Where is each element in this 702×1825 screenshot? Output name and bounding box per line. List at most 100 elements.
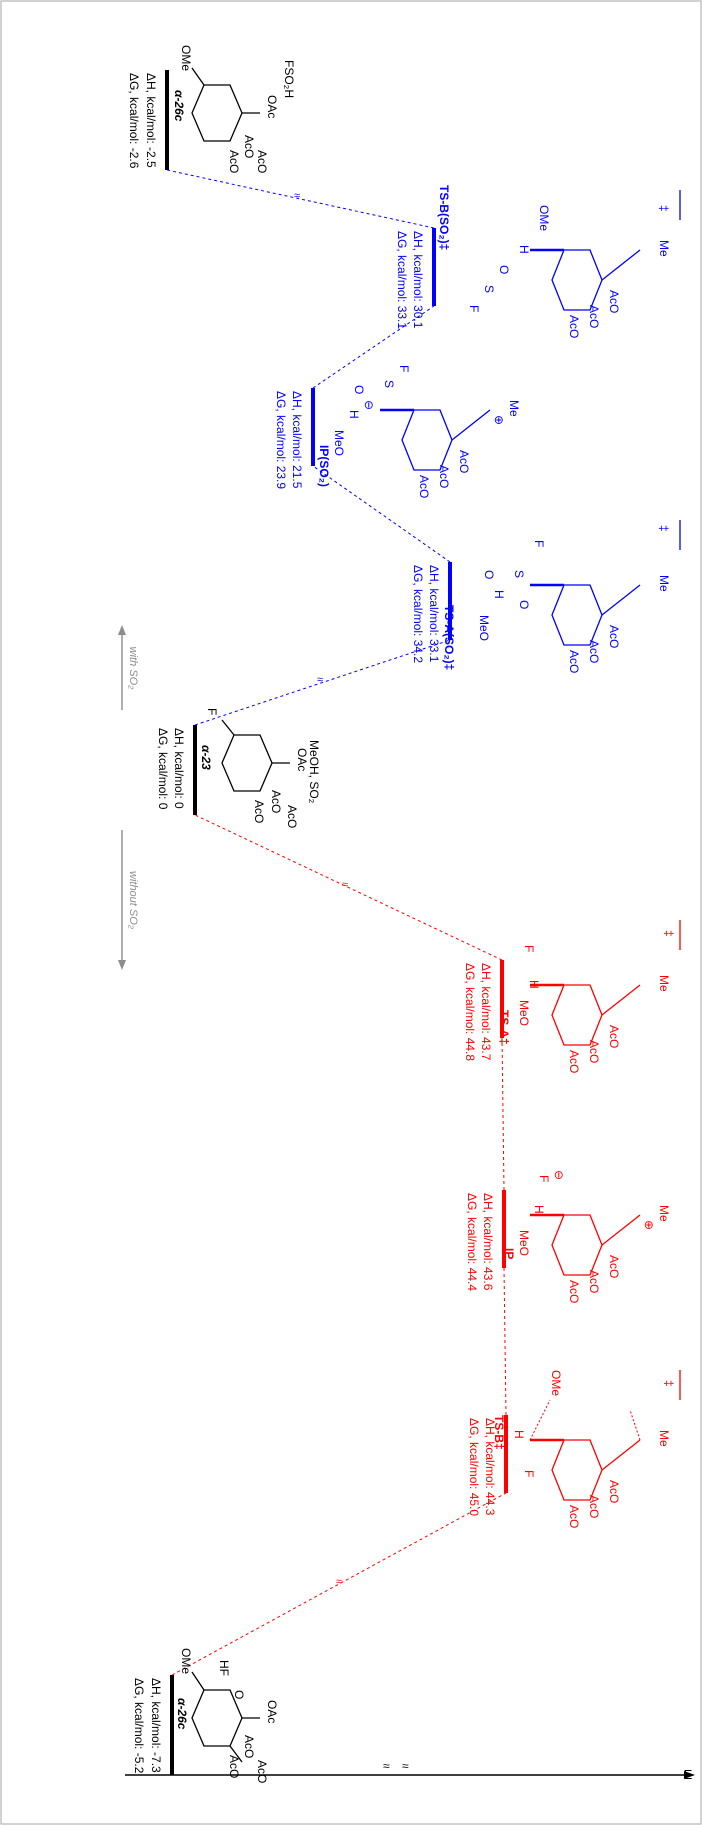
dg-tsA-so2: ΔG, kcal/mol: 34.2 [411, 565, 425, 663]
svg-text:H: H [347, 410, 361, 419]
svg-text:AcO: AcO [567, 1280, 581, 1303]
structure-product-left: AcO AcO AcO OAc OMe O HF α-26c [175, 1648, 279, 1783]
svg-text:MeO: MeO [517, 1230, 531, 1256]
svg-text:F: F [537, 1175, 551, 1182]
svg-text:⊕: ⊕ [642, 1220, 656, 1230]
structure-ip: AcO AcO AcO Me ⊕ MeO H F ⊖ IP [502, 1170, 671, 1303]
svg-text:AcO: AcO [242, 135, 256, 158]
name-ip-so2: IP(SO₂) [317, 445, 331, 487]
svg-text:MeO: MeO [477, 615, 491, 641]
dh-start: ΔH, kcal/mol: 0 [172, 728, 186, 809]
level-bars [165, 70, 508, 1775]
svg-text:AcO: AcO [587, 1495, 601, 1518]
svg-text:‡: ‡ [657, 205, 671, 212]
label-with-so2: with SO₂ [127, 647, 139, 691]
axis-break-2: ≈ [383, 1759, 390, 1773]
name-product-right: α-26c [172, 90, 186, 122]
dg-ip-so2: ΔG, kcal/mol: 23.9 [274, 391, 288, 489]
svg-text:F: F [532, 540, 546, 547]
dg-ip: ΔG, kcal/mol: 44.4 [465, 1193, 479, 1291]
svg-text:≈: ≈ [294, 190, 300, 202]
svg-text:OMe: OMe [179, 1648, 193, 1674]
svg-text:⊖: ⊖ [362, 400, 376, 410]
svg-text:AcO: AcO [285, 805, 299, 828]
svg-text:AcO: AcO [567, 1505, 581, 1528]
svg-text:AcO: AcO [587, 1270, 601, 1293]
connector-breaks: ≈ ≈ ≈ ≈ [294, 190, 348, 1588]
svg-text:≈: ≈ [342, 879, 348, 891]
svg-text:S: S [512, 570, 526, 578]
label-without-so2: without SO₂ [127, 871, 139, 930]
energy-axis-label: E [684, 1767, 693, 1782]
dh-tsB: ΔH, kcal/mol: 44.3 [483, 1418, 497, 1516]
dg-product-right: ΔG, kcal/mol: -2.6 [127, 73, 141, 169]
dh-ip: ΔH, kcal/mol: 43.6 [481, 1193, 495, 1291]
svg-text:O: O [517, 600, 531, 609]
dg-start: ΔG, kcal/mol: 0 [156, 728, 170, 810]
svg-text:AcO: AcO [607, 625, 621, 648]
dg-tsB-so2: ΔG, kcal/mol: 33.1 [395, 231, 409, 329]
svg-text:AcO: AcO [567, 650, 581, 673]
byproduct-hf: HF [217, 1660, 231, 1676]
dg-tsB: ΔG, kcal/mol: 45.0 [467, 1418, 481, 1516]
svg-text:AcO: AcO [607, 1025, 621, 1048]
svg-text:AcO: AcO [607, 1480, 621, 1503]
svg-text:H: H [532, 1205, 546, 1214]
svg-text:Me: Me [657, 575, 671, 592]
svg-text:⊕: ⊕ [492, 415, 506, 425]
structure-tsA-so2: AcO AcO AcO Me MeO H O S O F TS-A(SO₂)‡ … [442, 520, 681, 673]
pathway-arrows: without SO₂ with SO₂ [118, 625, 139, 970]
name-tsA: TS-A‡ [497, 1010, 511, 1045]
svg-text:OMe: OMe [179, 45, 193, 71]
structure-start: AcO AcO AcO OAc F MeOH, SO₂ α-23 [199, 708, 321, 828]
svg-text:‡: ‡ [662, 1380, 676, 1387]
svg-text:AcO: AcO [607, 290, 621, 313]
svg-text:AcO: AcO [607, 1255, 621, 1278]
svg-text:AcO: AcO [255, 1760, 269, 1783]
svg-text:AcO: AcO [417, 475, 431, 498]
structure-tsB-so2: AcO AcO AcO Me OMe H O S F TS-B(SO₂)‡ ‡ [437, 185, 681, 338]
svg-text:AcO: AcO [252, 800, 266, 823]
svg-text:‡: ‡ [657, 525, 671, 532]
svg-text:S: S [382, 380, 396, 388]
svg-text:O: O [352, 385, 366, 394]
svg-text:AcO: AcO [269, 790, 283, 813]
svg-text:AcO: AcO [227, 150, 241, 173]
svg-text:Me: Me [507, 400, 521, 417]
svg-text:OMe: OMe [549, 1370, 563, 1396]
name-ip: IP [502, 1248, 516, 1259]
name-tsA-so2: TS-A(SO₂)‡ [442, 605, 456, 670]
svg-text:Me: Me [657, 1205, 671, 1222]
structure-tsB: AcO AcO AcO Me OMe F H TS-B‡ ‡ [492, 1370, 681, 1528]
svg-text:≈: ≈ [317, 674, 323, 686]
name-tsB-so2: TS-B(SO₂)‡ [437, 185, 451, 250]
axis-break-1: ≈ [402, 1759, 409, 1773]
svg-text:AcO: AcO [567, 1050, 581, 1073]
diagram-body: E ≈ ≈ ≈ [118, 45, 695, 1783]
svg-text:Me: Me [657, 975, 671, 992]
energy-values: ΔH, kcal/mol: -7.3 ΔG, kcal/mol: -5.2 ΔH… [127, 73, 497, 1774]
svg-text:AcO: AcO [587, 1040, 601, 1063]
svg-text:AcO: AcO [457, 450, 471, 473]
energy-axis: E ≈ ≈ [125, 1759, 695, 1782]
svg-text:AcO: AcO [587, 305, 601, 328]
svg-text:F: F [205, 708, 219, 715]
svg-text:AcO: AcO [242, 1735, 256, 1758]
reagents: MeOH, SO₂ [307, 740, 321, 804]
svg-text:H: H [527, 980, 541, 989]
svg-text:AcO: AcO [255, 150, 269, 173]
structure-ip-so2: AcO AcO AcO Me ⊕ MeO H ⊖ O S F IP(SO₂) [317, 365, 521, 498]
svg-text:Me: Me [657, 1430, 671, 1447]
dh-product-left: ΔH, kcal/mol: -7.3 [149, 1678, 163, 1773]
dh-ip-so2: ΔH, kcal/mol: 21.5 [290, 391, 304, 489]
name-tsB: TS-B‡ [492, 1415, 506, 1450]
svg-text:O: O [482, 570, 496, 579]
dh-tsB-so2: ΔH, kcal/mol: 30.1 [411, 231, 425, 329]
svg-text:F: F [522, 945, 536, 952]
svg-text:OAc: OAc [265, 1700, 279, 1723]
dh-tsA-so2: ΔH, kcal/mol: 33.1 [427, 565, 441, 663]
svg-text:MeO: MeO [332, 430, 346, 456]
connectors-red [171, 814, 507, 1676]
svg-text:⊖: ⊖ [552, 1170, 566, 1180]
